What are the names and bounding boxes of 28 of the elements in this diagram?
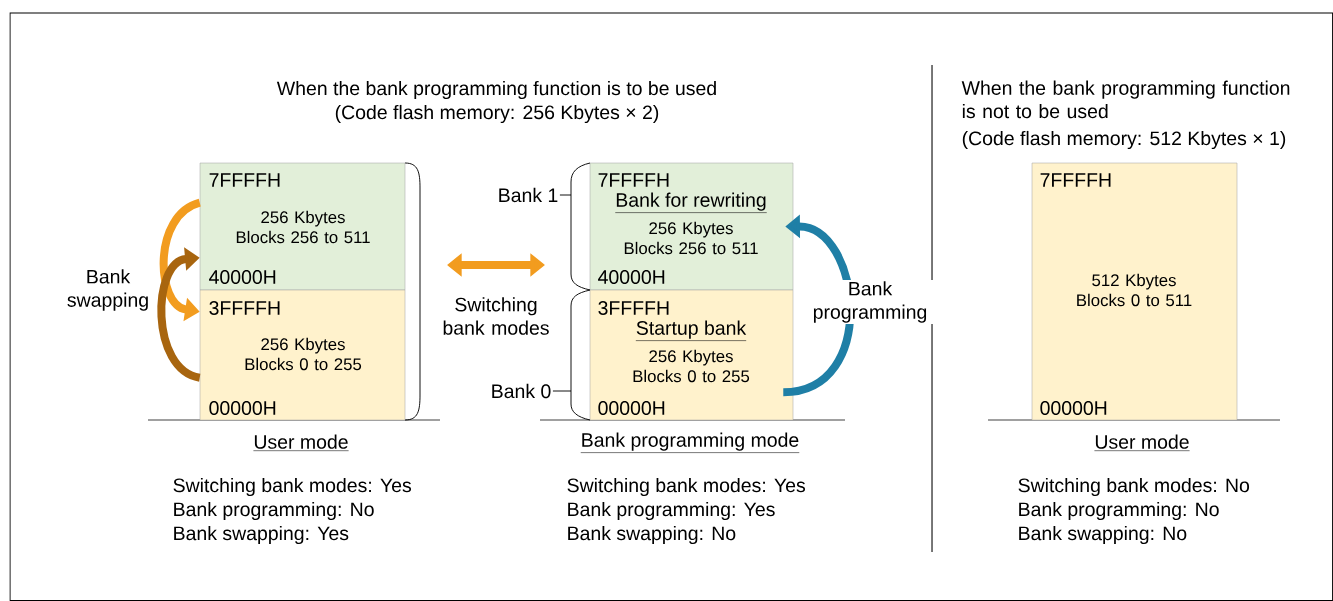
text-label: Bank programming: No [1019, 501, 1219, 521]
arrow [157, 247, 202, 382]
bank-label: Bank 0 [492, 383, 551, 399]
edge-label: Bank programming [803, 279, 937, 325]
bank-label: Bank 1 [499, 187, 558, 203]
text-label: When the bank programming function is not to be used [961, 80, 1290, 119]
text-label: (Code flash memory: 256 Kbytes × 2) [335, 104, 659, 124]
text-label: Switching bank modes: Yes [173, 477, 412, 497]
leader-line [559, 194, 572, 196]
text-label: When the bank programming function is to be used [276, 80, 716, 100]
memory-block: 3FFFFH 256 Kbytes Blocks 0 to 255 00000H [199, 289, 406, 421]
text-label: Bank swapping: Yes [174, 525, 349, 545]
leader-line [552, 390, 572, 392]
text-label: Bank swapping: No [568, 525, 736, 545]
mode-label: Bank programming mode [580, 432, 800, 453]
text-label: Bank programming: No [174, 501, 374, 521]
text-label: Switching bank modes: No [1018, 477, 1250, 497]
mode-label: User mode [1094, 434, 1190, 451]
text-label: Bank programming: Yes [568, 501, 775, 521]
text-label: Bank swapping: No [1019, 525, 1187, 545]
memory-block: 3FFFFH Startup bank 256 Kbytes Blocks 0 to 255 00000H [570, 289, 794, 421]
memory-block: 7FFFFH Bank for rewriting 256 Kbytes Blocks 256 to 511 40000H [570, 162, 794, 291]
text-label: Bank swapping [67, 269, 148, 311]
mode-label: User mode [253, 434, 349, 451]
memory-block: 7FFFFH 512 Kbytes Blocks 0 to 511 00000H [1031, 162, 1238, 421]
text-label: Switching bank modes: Yes [567, 477, 806, 497]
memory-block: 7FFFFH 256 Kbytes Blocks 256 to 511 40000H [199, 162, 406, 291]
text-label: Switching bank modes [443, 297, 549, 335]
